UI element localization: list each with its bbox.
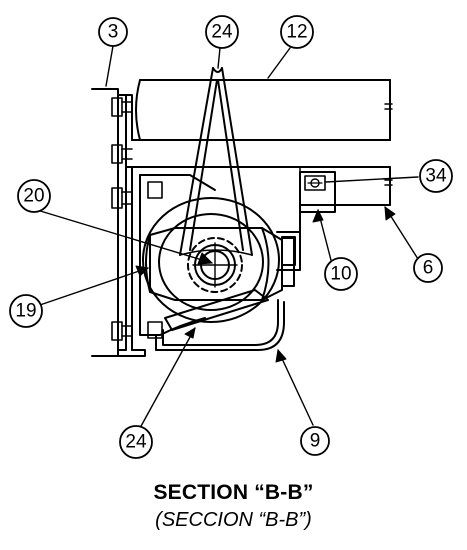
mounting-bracket — [276, 171, 336, 271]
upper-roller-tube — [135, 79, 393, 141]
section-subtitle: (SECCION “B-B”) — [155, 509, 312, 531]
section-title: SECTION “B-B” — [153, 481, 314, 504]
callout-9: 9 — [300, 426, 330, 456]
callout-19: 19 — [9, 294, 43, 328]
svg-text:6: 6 — [423, 258, 434, 279]
callout-3: 3 — [98, 17, 128, 47]
svg-text:10: 10 — [330, 264, 351, 285]
svg-text:9: 9 — [310, 431, 321, 452]
side-bracket — [91, 88, 146, 357]
callout-6: 6 — [413, 253, 443, 283]
callout-10: 10 — [324, 257, 358, 291]
belt-guard — [155, 299, 285, 351]
callout-24-bottom: 24 — [119, 425, 153, 459]
callout-12: 12 — [280, 15, 314, 49]
arrowheads — [135, 206, 396, 363]
svg-text:24: 24 — [125, 432, 147, 453]
callout-34: 34 — [419, 159, 453, 193]
callout-24-top: 24 — [205, 15, 239, 49]
bracket-bolts — [111, 97, 163, 341]
svg-text:34: 34 — [425, 166, 447, 187]
callout-20: 20 — [17, 179, 51, 213]
v-belt — [164, 67, 269, 331]
leader-lines — [36, 45, 419, 429]
svg-text:19: 19 — [15, 301, 36, 322]
svg-text:3: 3 — [108, 22, 119, 43]
svg-text:20: 20 — [23, 186, 44, 207]
svg-text:24: 24 — [211, 22, 233, 43]
svg-text:12: 12 — [286, 22, 307, 43]
lower-frame-rail — [131, 139, 393, 206]
